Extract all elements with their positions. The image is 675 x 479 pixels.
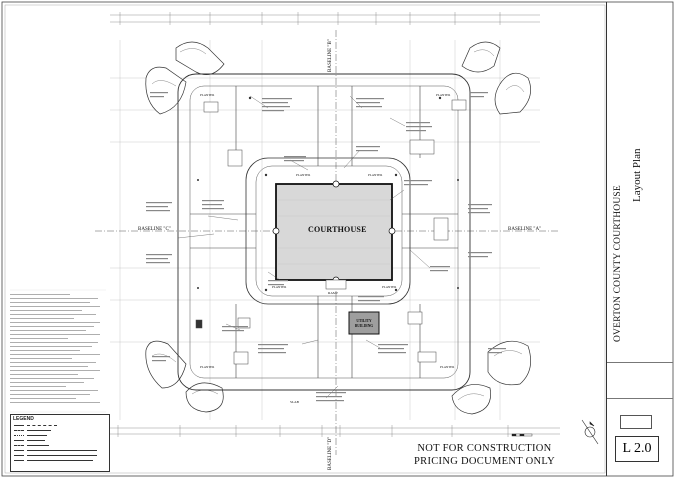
legend-row: [11, 423, 109, 428]
legend-swatch-solid: [27, 435, 47, 436]
planter-label: PLANTER: [200, 93, 215, 97]
legend-swatch-solid: [27, 430, 51, 431]
legend-swatch-solid: [27, 460, 93, 461]
legend-swatch-solid: [27, 440, 45, 441]
sheet-title: Layout Plan: [631, 148, 643, 202]
general-notes: [10, 292, 106, 404]
legend-swatch-dashed: [14, 430, 24, 431]
legend-swatch-solid: [14, 455, 24, 456]
baseline-b-label: BASELINE "B": [328, 39, 333, 72]
utility-building-label: UTILITY BUILDING: [354, 319, 374, 328]
legend-swatch-solid: [27, 450, 97, 451]
title-block-rule: [607, 362, 673, 363]
graphic-scale: [511, 433, 533, 437]
baseline-c-label: BASELINE "C": [138, 227, 171, 232]
baseline-d-label: BASELINE "D": [328, 436, 333, 470]
legend-row: [11, 453, 109, 458]
legend-swatch-dotted: [14, 435, 24, 436]
planter-label: PLANTER: [200, 365, 215, 369]
legend-row: [11, 458, 109, 463]
legend-swatch-solid: [14, 440, 24, 441]
legend-swatch-dashed: [14, 445, 24, 446]
planter-label: PLANTER: [382, 285, 397, 289]
dimension-string-bottom: [110, 425, 560, 437]
project-title: OVERTON COUNTY COURTHOUSE: [613, 185, 623, 342]
stamp-line-2: PRICING DOCUMENT ONLY: [414, 456, 555, 467]
planter-label: PLANTER: [440, 365, 455, 369]
corner-lobe-details: [151, 48, 525, 401]
ramp-label: RAMP: [328, 291, 338, 295]
legend-swatch-solid: [14, 460, 24, 461]
reference-lines: [110, 40, 540, 420]
planter-label: PLANTER: [368, 173, 383, 177]
legend-title: LEGEND: [13, 416, 34, 422]
title-block-rule: [607, 398, 673, 399]
not-for-construction-stamp: NOT FOR CONSTRUCTION PRICING DOCUMENT ON…: [414, 442, 555, 468]
outer-walk: [177, 73, 471, 391]
courthouse-label: COURTHOUSE: [308, 225, 367, 234]
sheet-number: L 2.0: [615, 436, 659, 462]
legend-swatch-dashed: [27, 425, 57, 426]
legend-row: [11, 448, 109, 453]
ramp: [325, 279, 347, 290]
utility-building: [348, 311, 380, 335]
slab-label: SLAB: [290, 400, 299, 404]
courthouse-hatch: [278, 199, 390, 265]
legend-swatch-solid: [14, 425, 24, 426]
title-block: Layout Plan OVERTON COUNTY COURTHOUSE: [606, 2, 673, 476]
legend-row: [11, 443, 109, 448]
legend-row: [11, 428, 109, 433]
inner-border: [4, 4, 606, 474]
stamp-line-1: NOT FOR CONSTRUCTION: [417, 443, 552, 454]
site-features: [195, 99, 467, 365]
callout-text-blocks: [146, 92, 506, 402]
revision-box: [620, 415, 652, 429]
legend-swatch-solid: [27, 455, 97, 456]
inner-walk-inner: [255, 165, 403, 297]
legend-row: [11, 438, 109, 443]
legend-row: [11, 433, 109, 438]
inner-walk: [245, 157, 411, 305]
north-arrow: [581, 419, 599, 445]
legend-swatch-solid: [14, 450, 24, 451]
dimension-string-top: [110, 12, 540, 25]
planter-label: PLANTER: [272, 285, 287, 289]
planter-label: PLANTER: [296, 173, 311, 177]
legend-swatch-solid: [27, 445, 49, 446]
legend-box: LEGEND: [10, 414, 110, 472]
baseline-a-label: BASELINE "A": [508, 227, 542, 232]
notes-rules: [10, 289, 106, 413]
lamp-fixtures: [197, 96, 459, 292]
outer-walk-inner: [189, 85, 459, 379]
planter-label: PLANTER: [436, 93, 451, 97]
